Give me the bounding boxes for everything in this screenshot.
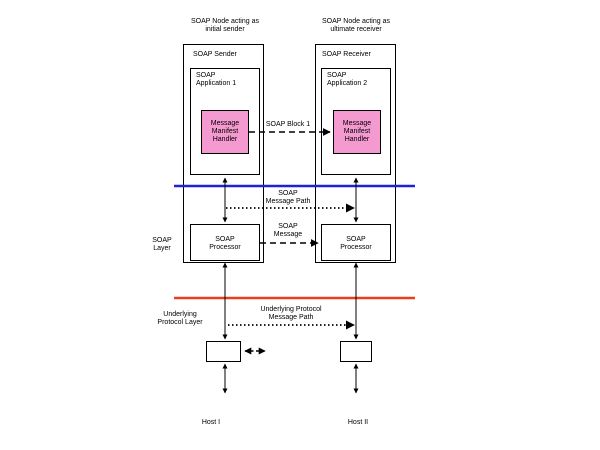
host-2-label: Host II	[347, 419, 369, 426]
protocol-layer-label: Underlying Protocol Layer	[157, 311, 203, 326]
soap-message-label: SOAP Message	[273, 223, 303, 238]
receiver-manifest-handler	[333, 110, 381, 154]
soap-sender-title: SOAP Sender	[193, 51, 237, 58]
soap-receiver-title: SOAP Receiver	[322, 51, 371, 58]
soap-block-label: SOAP Block 1	[265, 121, 311, 128]
soap-message-path-label: SOAP Message Path	[265, 190, 311, 205]
host-1-box	[206, 341, 241, 362]
host-1-label: Host I	[201, 419, 221, 426]
soap-application-2-label: SOAP Application 2	[327, 72, 368, 87]
receiver-node-header: SOAP Node acting as ultimate receiver	[322, 18, 390, 33]
sender-manifest-handler	[201, 110, 249, 154]
protocol-message-path-label: Underlying Protocol Message Path	[260, 306, 322, 321]
receiver-handler-label: Message Manifest Handler	[342, 120, 372, 143]
sender-processor-label: SOAP Processor	[209, 236, 241, 251]
receiver-processor-box	[321, 224, 391, 261]
receiver-processor-label: SOAP Processor	[340, 236, 372, 251]
sender-processor-box	[190, 224, 260, 261]
soap-application-1-label: SOAP Application 1	[196, 72, 237, 87]
soap-layer-label: SOAP Layer	[152, 237, 172, 252]
host-2-box	[340, 341, 372, 362]
sender-node-header: SOAP Node acting as initial sender	[191, 18, 259, 33]
sender-handler-label: Message Manifest Handler	[210, 120, 240, 143]
